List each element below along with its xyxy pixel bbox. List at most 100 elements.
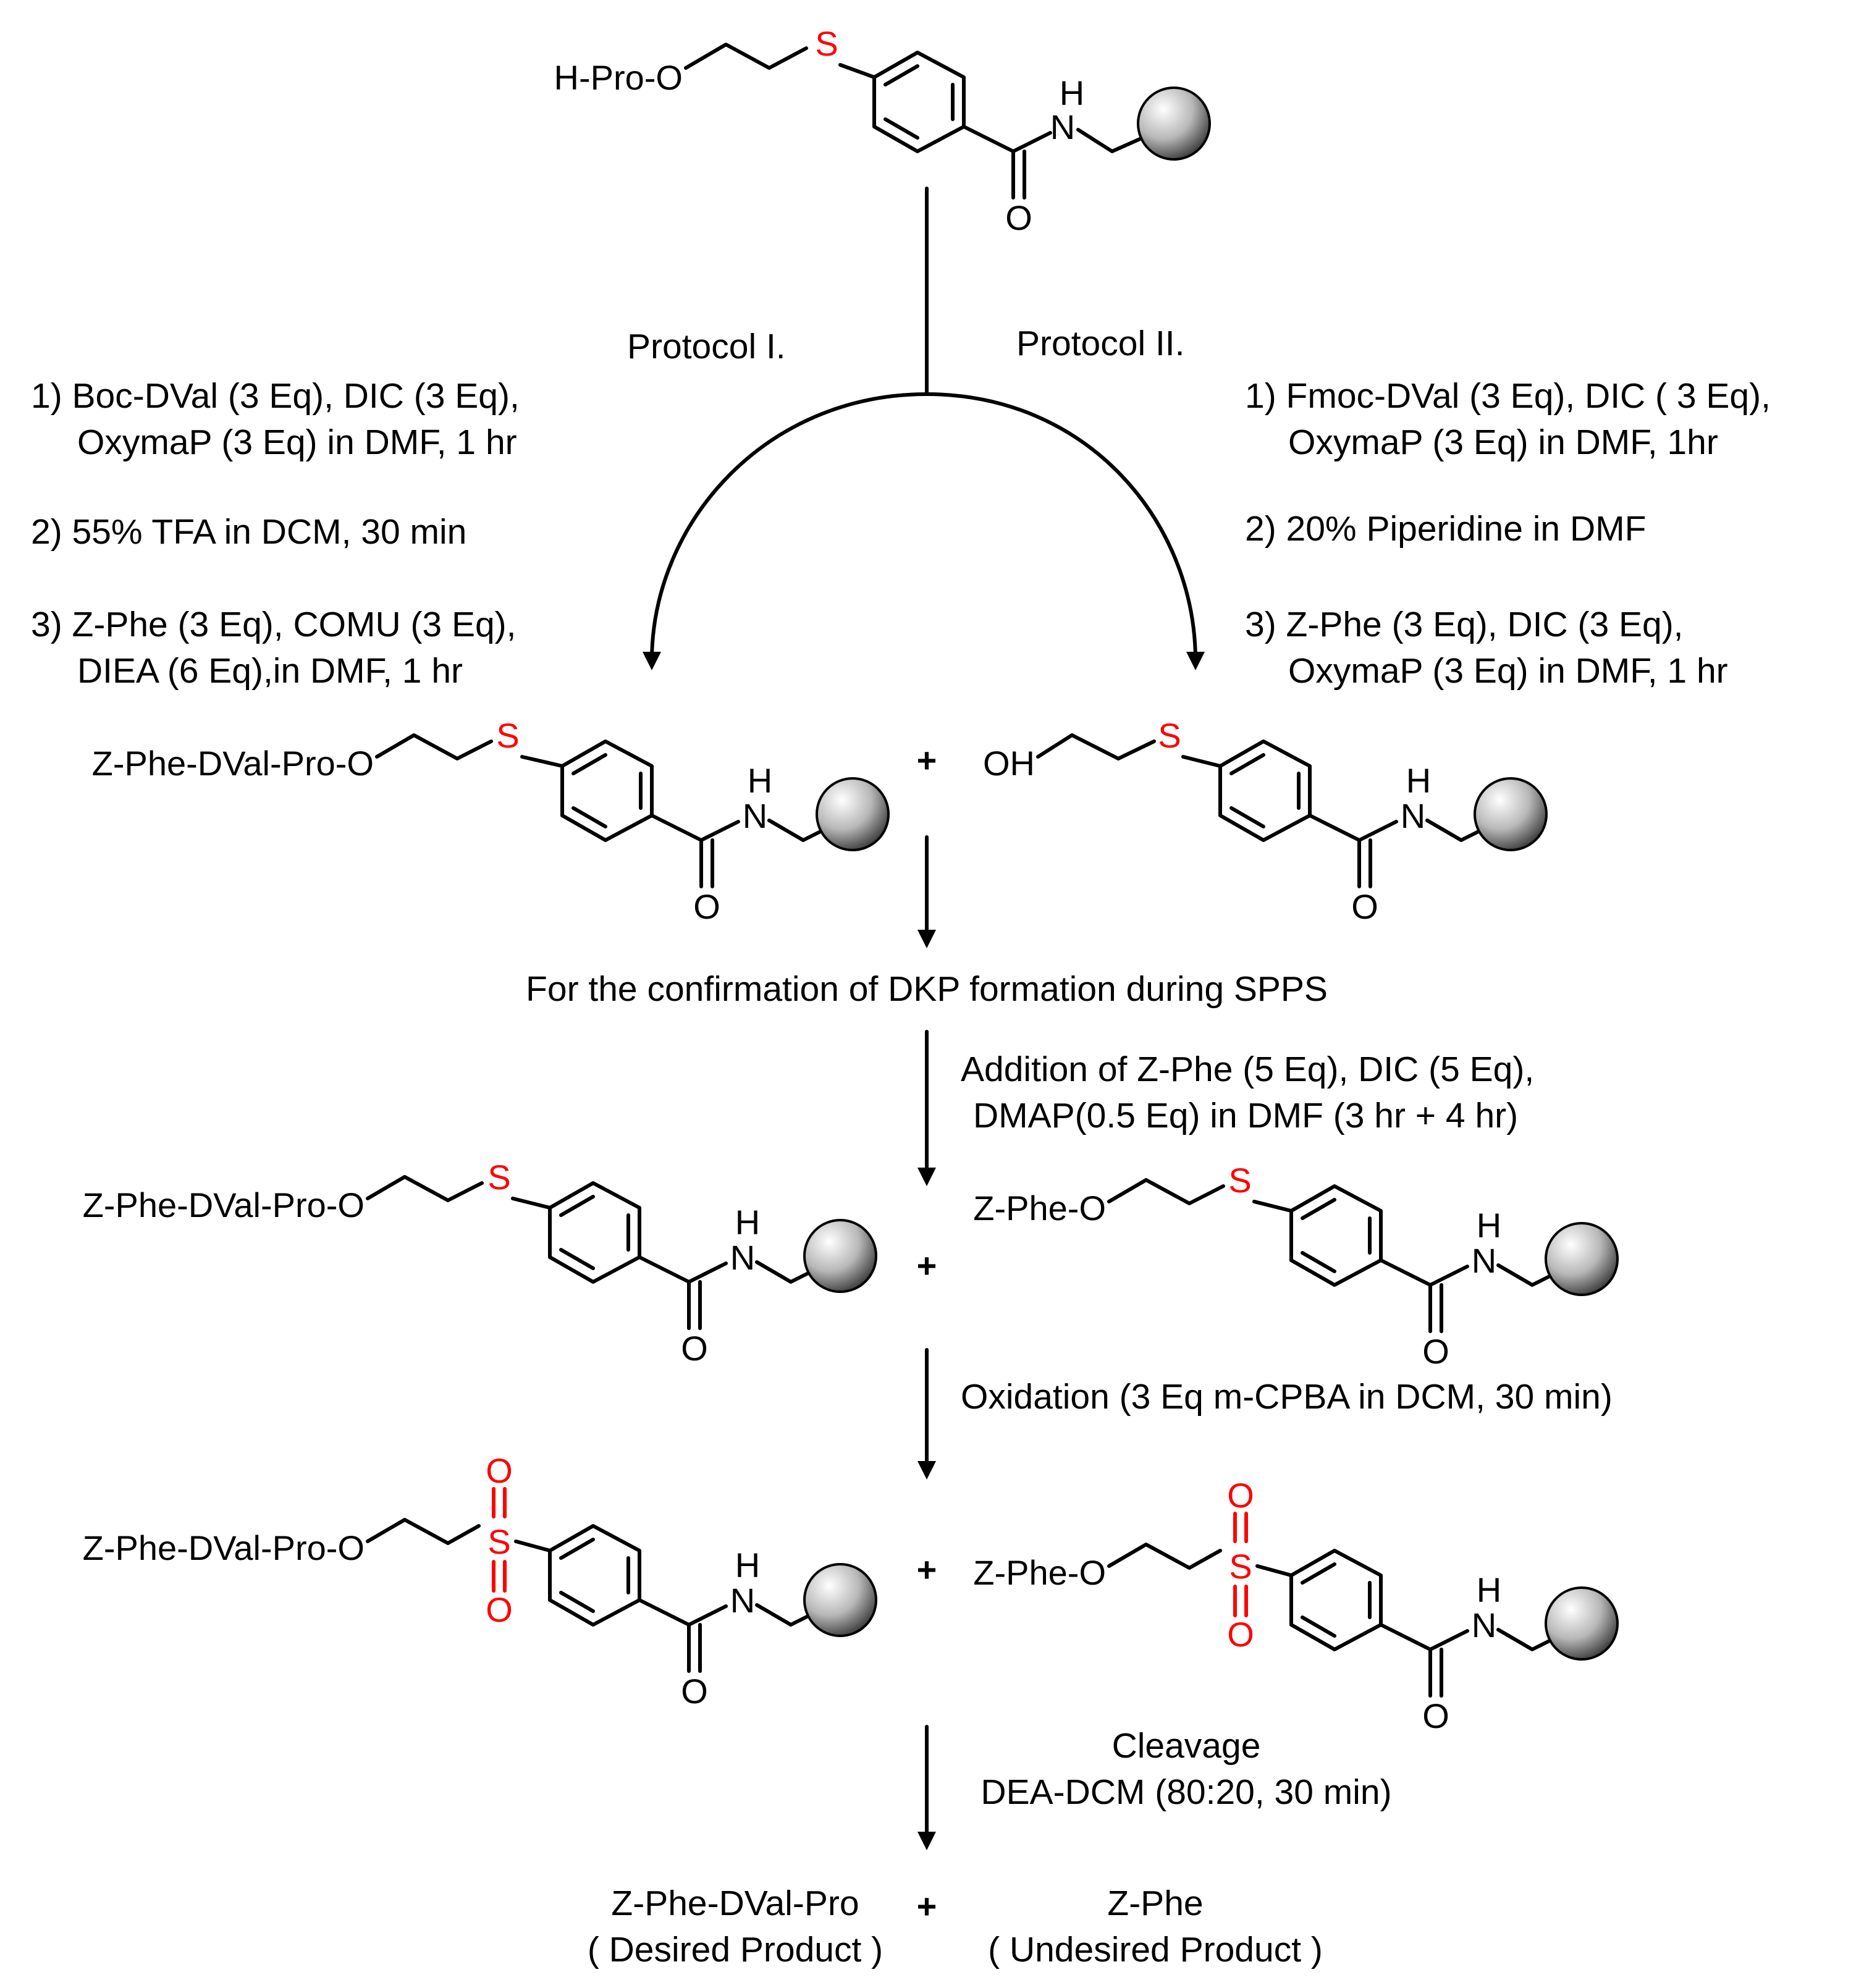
start-amide-bonds	[962, 125, 1052, 200]
oxidation-condition: Oxidation (3 Eq m-CPBA in DCM, 30 min)	[961, 1377, 1613, 1417]
cleavage-condition-line-2: DEA-DCM (80:20, 30 min)	[980, 1772, 1391, 1812]
protocol-2-arc-arrow	[925, 392, 1205, 670]
row-3-left-benzene-ring	[548, 1524, 641, 1627]
row-2-right-resin-linker	[1496, 1263, 1559, 1287]
row-3-left-molecule: Z-Phe-DVal-Pro-O S O O O N H	[83, 1451, 877, 1711]
desired-product-name: Z-Phe-DVal-Pro	[611, 1884, 859, 1923]
protocol-1-line-4: 3) Z-Phe (3 Eq), COMU (3 Eq),	[31, 605, 517, 644]
row-3-right-resin-bead	[1545, 1586, 1619, 1661]
row-2-right-amide-hydrogen: H	[1477, 1206, 1501, 1245]
row-2-right-amide-nitrogen: N	[1472, 1241, 1496, 1280]
desired-product-note: ( Desired Product )	[588, 1930, 883, 1969]
row-3-left-label: Z-Phe-DVal-Pro-O	[83, 1528, 365, 1567]
row-1-right-label: OH	[983, 744, 1035, 783]
row-3-right-benzene-ring	[1289, 1549, 1383, 1651]
row-3-left-amide-bonds	[638, 1598, 728, 1673]
row-1-left-label: Z-Phe-DVal-Pro-O	[92, 744, 374, 783]
row-3-right-linker-chain	[1107, 1543, 1222, 1570]
row-1-left-amide-bonds	[650, 814, 740, 888]
start-linker-chain	[684, 43, 808, 70]
row-3-left-linker-chain	[366, 1518, 481, 1545]
row-2-right-molecule: Z-Phe-O S O N H	[973, 1161, 1619, 1371]
row-2-right-resin-bead	[1545, 1222, 1619, 1296]
protocol-1-line-3: 2) 55% TFA in DCM, 30 min	[31, 512, 466, 552]
protocol-1-line-2: OxymaP (3 Eq) in DMF, 1 hr	[77, 423, 517, 462]
protocol-1-line-1: 1) Boc-DVal (3 Eq), DIC (3 Eq),	[31, 376, 520, 416]
row-1-right-linker-chain	[1036, 733, 1156, 760]
start-carbonyl-oxygen: O	[1005, 198, 1032, 237]
row-1-right-amide-bonds	[1308, 814, 1398, 888]
row-2-left-sulfur-ring-bond	[511, 1197, 552, 1210]
row-1-left-resin-linker	[767, 819, 830, 842]
row-3-right-amide-nitrogen: N	[1472, 1606, 1496, 1645]
row-1-left-sulfur-atom: S	[496, 716, 519, 755]
row-3-left-sulfone-bottom-oxygen: O	[486, 1590, 513, 1629]
protocol-2-line-5: OxymaP (3 Eq) in DMF, 1 hr	[1288, 651, 1728, 691]
protocol-1-line-5: DIEA (6 Eq),in DMF, 1 hr	[77, 651, 463, 691]
row-2-left-carbonyl-oxygen: O	[681, 1329, 708, 1368]
row-3-plus-sign: +	[917, 1550, 937, 1589]
row-1-left-amide-nitrogen: N	[743, 796, 767, 835]
start-label: H-Pro-O	[554, 58, 683, 97]
row-1-left-carbonyl-oxygen: O	[693, 887, 720, 926]
row-1-right-carbonyl-oxygen: O	[1351, 887, 1378, 926]
row-1-left-molecule: Z-Phe-DVal-Pro-O S O N H	[92, 716, 890, 926]
row-1-right-amide-hydrogen: H	[1406, 761, 1431, 800]
row-3-left-sulfone-double-bonds	[492, 1487, 507, 1593]
row-2-right-linker-chain	[1107, 1178, 1225, 1205]
start-sulfur-atom: S	[815, 24, 838, 63]
row-3-right-sulfone-sulfur-atom: S	[1229, 1547, 1252, 1586]
row-3-right-label: Z-Phe-O	[973, 1553, 1106, 1592]
row-2-left-sulfur-atom: S	[487, 1158, 510, 1197]
row-1-right-sulfur-ring-bond	[1181, 755, 1222, 768]
row-2-right-label: Z-Phe-O	[973, 1189, 1106, 1228]
row-2-left-amide-bonds	[638, 1255, 728, 1330]
row-3-right-sulfone-bottom-oxygen: O	[1227, 1615, 1254, 1654]
row-3-left-amide-hydrogen: H	[735, 1546, 760, 1585]
cleavage-condition-line-1: Cleavage	[1112, 1726, 1261, 1766]
protocol-1-title: Protocol I.	[627, 327, 786, 366]
products-plus-sign: +	[917, 1887, 937, 1926]
row-3-left-sulfone-sulfur-atom: S	[487, 1522, 510, 1561]
row-2-left-linker-chain	[366, 1175, 484, 1202]
protocol-2-line-4: 3) Z-Phe (3 Eq), DIC (3 Eq),	[1245, 605, 1684, 644]
row-3-right-amide-bonds	[1379, 1623, 1469, 1698]
row-3-left-resin-bead	[803, 1563, 877, 1637]
row-1-left-amide-hydrogen: H	[748, 761, 772, 800]
confirmation-caption: For the confirmation of DKP formation du…	[526, 969, 1328, 1009]
row-2-right-benzene-ring	[1289, 1184, 1383, 1287]
row-2-left-benzene-ring	[548, 1181, 641, 1284]
row-3-left-amide-nitrogen: N	[730, 1581, 755, 1620]
row-3-right-molecule: Z-Phe-O S O O O N H	[973, 1476, 1619, 1735]
protocol-1-conditions: 1) Boc-DVal (3 Eq), DIC (3 Eq), OxymaP (…	[31, 376, 520, 691]
row-3-right-sulfur-ring-bond	[1255, 1564, 1293, 1577]
row-2-left-resin-bead	[803, 1219, 877, 1293]
row-1-left-sulfur-ring-bond	[520, 755, 564, 768]
undesired-product-name: Z-Phe	[1107, 1884, 1203, 1923]
start-sulfur-ring-bond	[838, 63, 876, 79]
protocol-2-conditions: 1) Fmoc-DVal (3 Eq), DIC ( 3 Eq), OxymaP…	[1245, 376, 1771, 691]
row-1-right-molecule: OH S O N H	[983, 716, 1548, 926]
row-2-left-amide-hydrogen: H	[735, 1203, 760, 1242]
row-3-left-sulfone-top-oxygen: O	[486, 1451, 513, 1490]
row-3-right-resin-linker	[1496, 1628, 1559, 1651]
row-1-left-resin-bead	[816, 777, 890, 851]
start-amide-hydrogen: H	[1060, 74, 1084, 112]
row-2-right-sulfur-ring-bond	[1252, 1200, 1293, 1213]
start-benzene-ring	[872, 51, 966, 153]
row-1-left-benzene-ring	[560, 739, 654, 842]
row-3-right-sulfone-top-oxygen: O	[1227, 1476, 1254, 1515]
row-2-left-amide-nitrogen: N	[730, 1238, 755, 1277]
protocol-2-line-3: 2) 20% Piperidine in DMF	[1245, 509, 1646, 549]
row-2-left-resin-linker	[755, 1260, 817, 1284]
row-1-left-linker-chain	[375, 733, 493, 760]
row-1-right-amide-nitrogen: N	[1401, 796, 1425, 835]
row-1-right-sulfur-atom: S	[1158, 716, 1181, 755]
final-products: Z-Phe-DVal-Pro ( Desired Product ) + Z-P…	[588, 1884, 1323, 1969]
row-2-left-molecule: Z-Phe-DVal-Pro-O S O N H	[83, 1158, 877, 1368]
protocol-1-arc-arrow	[643, 392, 929, 670]
start-resin-bead	[1137, 86, 1211, 161]
row-3-right-carbonyl-oxygen: O	[1422, 1696, 1449, 1735]
row-3-left-carbonyl-oxygen: O	[681, 1672, 708, 1711]
